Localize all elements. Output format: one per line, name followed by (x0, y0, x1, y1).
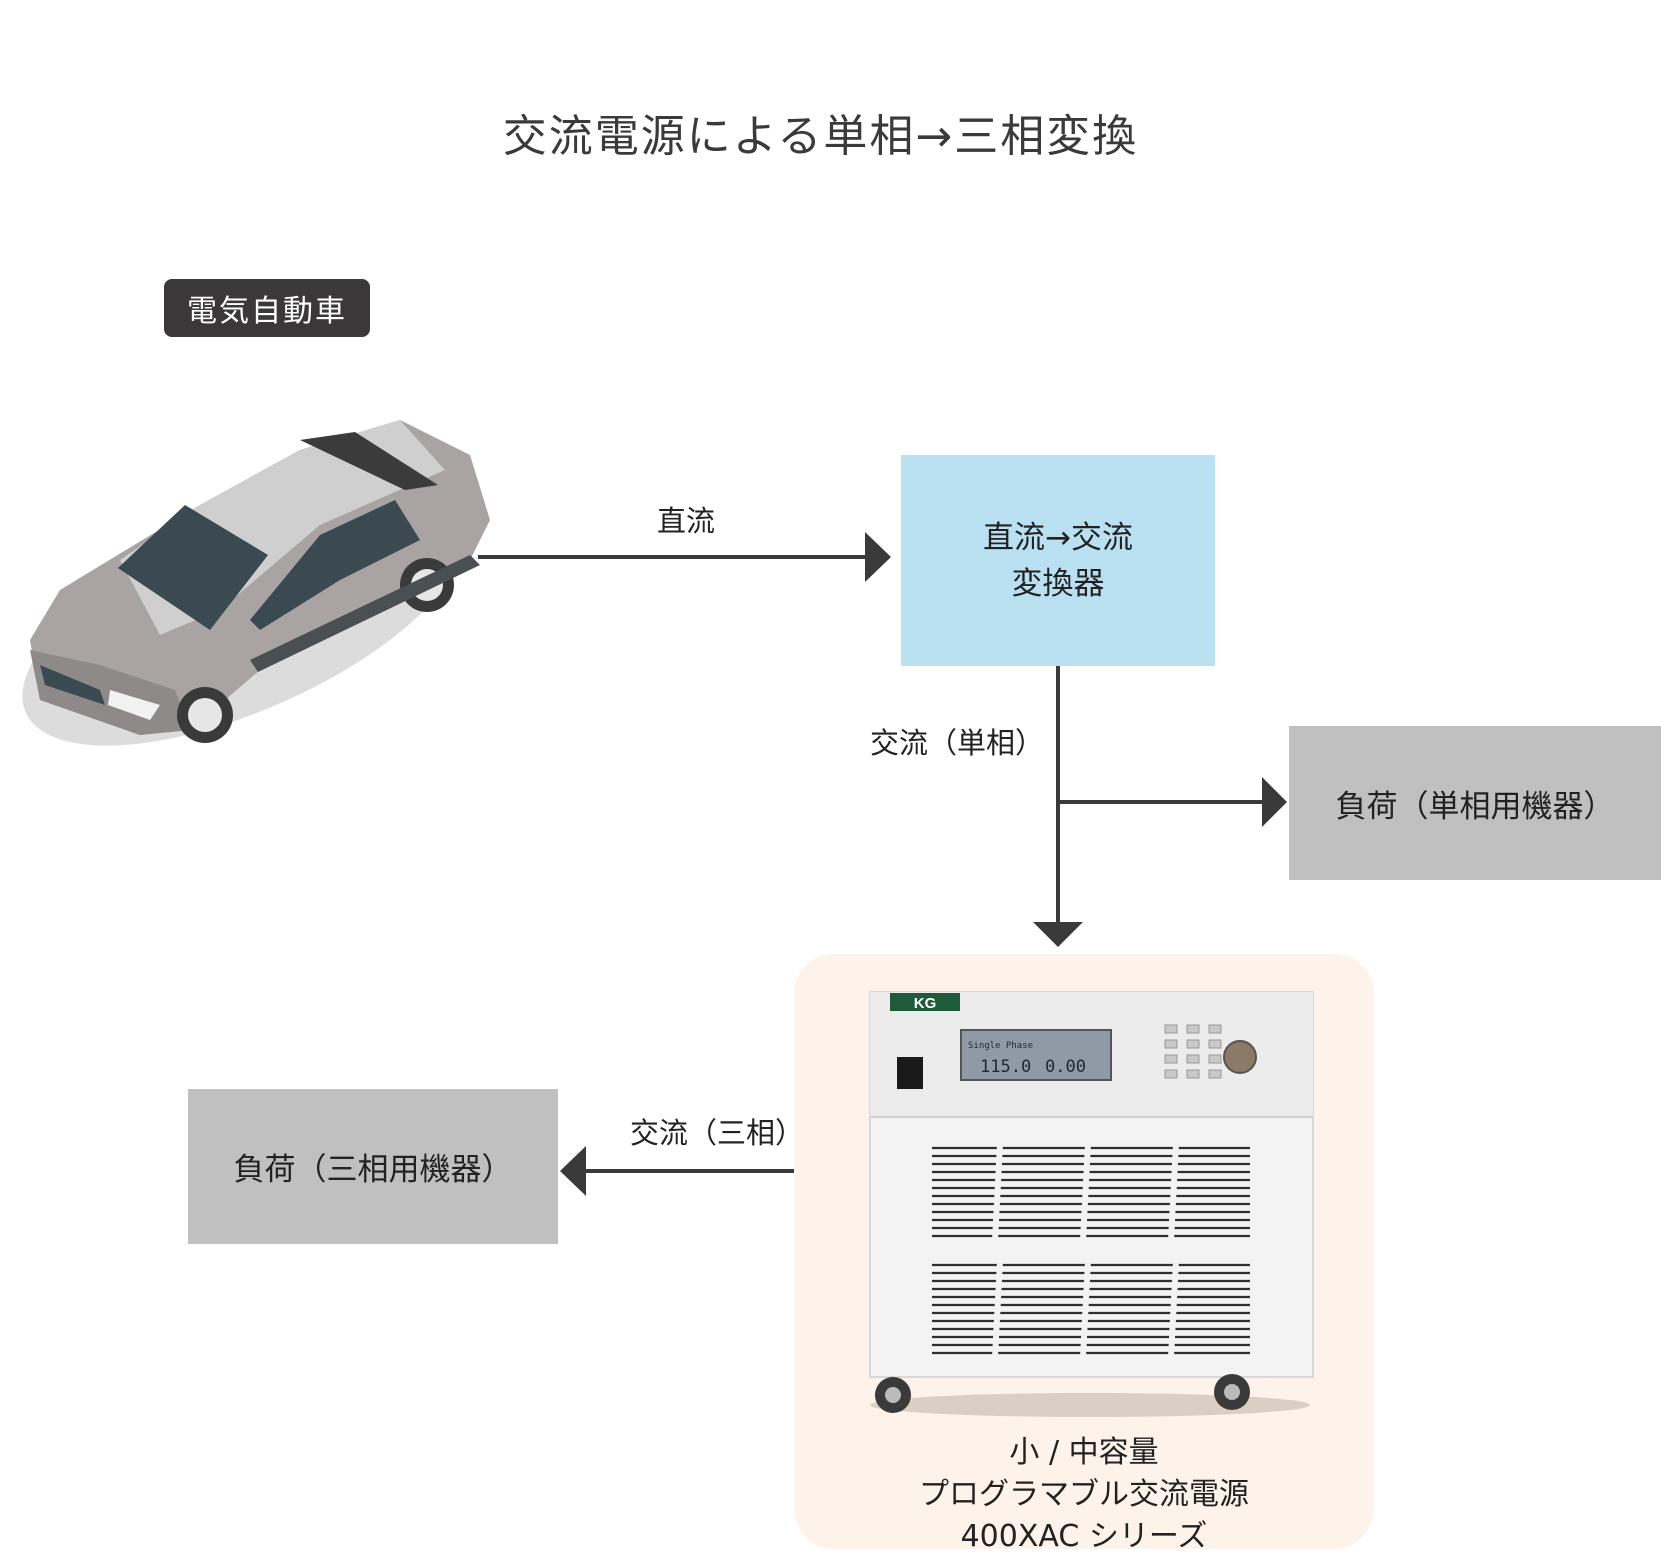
power-switch-icon (897, 1057, 923, 1089)
three-phase-load-box: 負荷（三相用機器） (188, 1089, 558, 1244)
psu-arrowhead (1033, 922, 1083, 947)
car-illustration (22, 420, 490, 746)
caption-line1: 小 / 中容量 (1009, 1435, 1159, 1470)
ac-three-label: 交流（三相） (630, 1116, 805, 1150)
lcd-mode: Single Phase (968, 1041, 1033, 1051)
diagram-title: 交流電源による単相→三相変換 (502, 111, 1139, 162)
caption-line3: 400XAC シリーズ (960, 1519, 1208, 1554)
converter-box: 直流→交流 変換器 (901, 455, 1215, 666)
converter-line1: 直流→交流 (983, 519, 1133, 556)
lcd-voltage: 115.0 (980, 1057, 1031, 1077)
ac-single-label: 交流（単相） (870, 726, 1045, 760)
vehicle-tag: 電気自動車 (164, 279, 370, 337)
lcd-current: 0.00 (1045, 1057, 1086, 1077)
single-phase-load-box: 負荷（単相用機器） (1289, 726, 1661, 880)
knob-icon (1223, 1040, 1257, 1074)
caption-line2: プログラマブル交流電源 (919, 1477, 1249, 1512)
converter-line2: 変換器 (1011, 565, 1105, 602)
dc-arrowhead (865, 532, 891, 582)
single-load-arrowhead (1262, 777, 1287, 827)
power-source-caption: 小 / 中容量 プログラマブル交流電源 400XAC シリーズ (794, 1432, 1374, 1558)
brand-logo: KG (914, 995, 937, 1012)
lcd-display (960, 1029, 1112, 1081)
dc-label: 直流 (657, 504, 716, 538)
three-load-arrowhead (560, 1146, 586, 1196)
